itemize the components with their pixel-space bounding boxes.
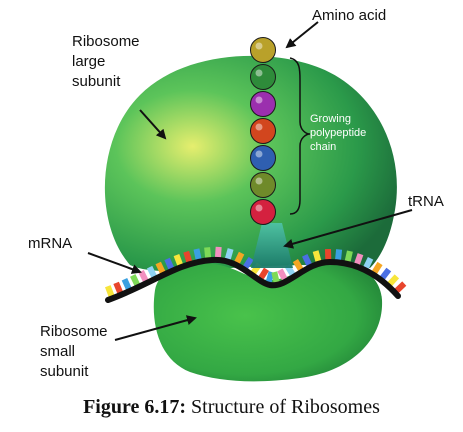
bead-highlight (255, 150, 263, 158)
codon-tick (113, 281, 124, 295)
growing-chain-label: Growing polypeptide chain (310, 113, 369, 153)
caption-text: Structure of Ribosomes (186, 396, 380, 418)
caption-number: Figure 6.17: (83, 396, 187, 418)
codon-tick (277, 268, 288, 282)
codon-tick (271, 271, 280, 284)
chain-brace (289, 57, 311, 215)
small-subunit-label: Ribosome small subunit (40, 323, 112, 380)
codon-tick (344, 250, 353, 263)
small-subunit-arrow (114, 315, 197, 341)
mrna-strand (105, 256, 401, 303)
amino-acid-bead (250, 145, 276, 171)
mrna-arrow (87, 252, 142, 274)
amino-acid-label: Amino acid (312, 7, 386, 24)
codon-tick (164, 257, 175, 271)
bead-highlight (255, 177, 263, 185)
large-subunit-label: Ribosome large subunit (72, 33, 144, 90)
codon-tick (155, 261, 166, 275)
codon-tick (204, 247, 212, 259)
trna-shape (251, 223, 293, 268)
codon-tick (130, 274, 141, 287)
large-subunit-arrow (139, 109, 167, 140)
figure-caption: Figure 6.17: Structure of Ribosomes (0, 396, 463, 419)
codon-tick (214, 246, 222, 259)
codon-tick (146, 265, 158, 279)
amino-acid-bead (250, 172, 276, 198)
bead-highlight (255, 96, 263, 104)
ribosome-small-subunit (153, 261, 383, 382)
codon-tick (324, 248, 332, 261)
amino-acid-arrow (285, 21, 319, 49)
codon-tick (379, 267, 392, 281)
bead-highlight (255, 69, 263, 77)
codon-tick (363, 256, 374, 270)
codon-tick (394, 281, 407, 294)
codon-tick (354, 253, 364, 266)
codon-tick (258, 267, 270, 281)
codon-tick (224, 248, 234, 261)
codon-tick (371, 261, 383, 275)
amino-acid-bead (250, 118, 276, 144)
amino-acid-bead (250, 91, 276, 117)
codon-tick (387, 274, 400, 287)
codon-tick (302, 254, 313, 267)
amino-acid-bead (250, 64, 276, 90)
codon-tick (312, 250, 322, 263)
amino-acid-bead (250, 199, 276, 225)
codon-tick (104, 285, 115, 298)
codon-tick (193, 248, 202, 261)
codon-tick (173, 254, 184, 267)
bead-highlight (255, 123, 263, 131)
bead-highlight (255, 204, 263, 212)
codon-tick (292, 258, 304, 272)
codon-tick (335, 249, 343, 261)
codon-tick (121, 278, 132, 291)
mrna-codon-ticks (104, 246, 407, 298)
trna-arrow (283, 209, 413, 249)
codon-tick (183, 250, 193, 264)
trna-label: tRNA (408, 193, 444, 210)
polypeptide-chain (250, 37, 276, 225)
codon-tick (242, 256, 254, 270)
codon-tick (234, 251, 245, 265)
amino-acid-bead (250, 37, 276, 63)
bead-highlight (255, 42, 263, 50)
ribosome-large-subunit (104, 55, 397, 272)
mrna-label: mRNA (28, 235, 72, 252)
